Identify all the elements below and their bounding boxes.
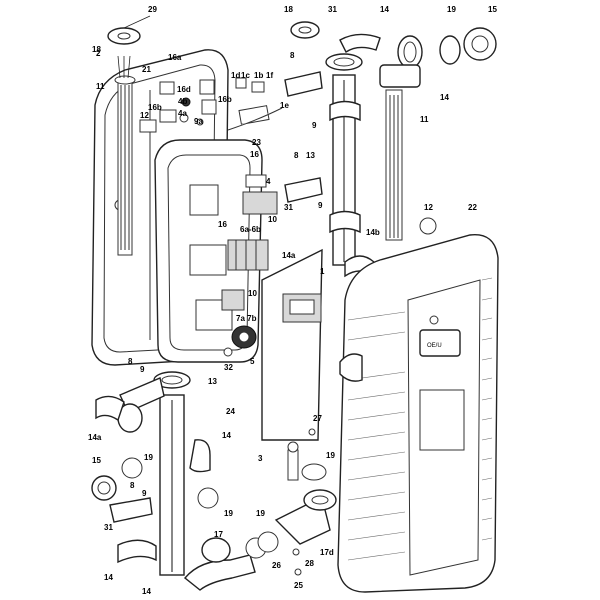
callout-1: 1 [320,267,325,276]
callout-labels: 29 18 2 16a 21 11 1d 1c 1b 1f 16d 4b 16b… [88,5,497,596]
callout-1b: 1b [254,71,263,80]
callout-16a: 16a [168,53,182,62]
callout-4a: 4a [178,109,187,118]
callout-16-1: 16 [250,150,259,159]
pipe-assembly-top [284,53,363,266]
callout-8-4: 8 [130,481,135,490]
callout-8-1: 8 [290,51,295,60]
callout-13-2: 13 [208,377,217,386]
callout-28: 28 [305,559,314,568]
callout-13-1: 13 [306,151,315,160]
callout-29: 29 [148,5,157,14]
callout-4: 4 [266,177,271,186]
callout-16b-2: 16b [148,103,162,112]
callout-23: 23 [252,138,261,147]
front-cover: ОЕ/U [337,234,499,593]
electronic-modules [221,174,278,311]
callout-22: 22 [468,203,477,212]
callout-21: 21 [142,65,151,74]
callout-5: 5 [250,357,255,366]
callout-2: 2 [96,49,101,58]
callout-14-top: 14 [380,5,389,14]
callout-19-bottom1: 19 [224,509,233,518]
callout-3: 3 [258,454,263,463]
callout-7a-7b: 7a 7b [236,314,257,323]
callout-9-3: 9 [140,365,145,374]
callout-27: 27 [313,414,322,423]
callout-14b: 14b [366,228,380,237]
callout-8-3: 8 [128,357,133,366]
callout-4b: 4b [178,97,187,106]
callout-11-right: 11 [420,115,429,124]
callout-10-1: 10 [268,215,277,224]
callout-8-2: 8 [294,151,299,160]
callout-9-4: 9 [142,489,147,498]
callout-31-top: 31 [328,5,337,14]
callout-17d: 17d [320,548,334,557]
control-panel-board [261,248,323,441]
callout-32: 32 [224,363,233,372]
callout-18: 18 [92,45,101,54]
callout-19-bottom2: 19 [256,509,265,518]
callout-14-bottom: 14 [142,587,151,596]
display-text: ОЕ/U [427,343,442,349]
callout-10-2: 10 [248,289,257,298]
callout-19-mid: 19 [326,451,335,460]
callout-16d: 16d [177,85,191,94]
elbow-pipe [184,428,337,591]
callout-16b-1: 16b [218,95,232,104]
callout-11: 11 [96,82,105,91]
callout-12: 12 [140,111,149,120]
callout-19-top: 19 [447,5,456,14]
callout-1e: 1e [280,101,289,110]
callout-1c: 1c [241,71,250,80]
callout-26: 26 [272,561,281,570]
callout-9a: 9a [194,117,203,126]
callout-24: 24 [226,407,235,416]
callout-15-bottom: 15 [92,456,101,465]
callout-14-bottom-left: 14 [104,573,113,582]
callout-9-1: 9 [312,121,317,130]
callout-12-right: 12 [424,203,433,212]
small-components-top [139,77,283,133]
callout-25: 25 [294,581,303,590]
callout-15-top: 15 [488,5,497,14]
callout-14a-top: 14a [282,251,296,260]
callout-9-2: 9 [318,201,323,210]
callout-14-2: 14 [440,93,449,102]
callout-31-1: 31 [284,203,293,212]
callout-14-3: 14 [222,431,231,440]
callout-1f: 1f [266,71,273,80]
callout-1d: 1d [231,71,240,80]
callout-14a-bottom: 14a [88,433,102,442]
callout-17: 17 [214,530,223,539]
callout-31-bottom: 31 [104,523,113,532]
callout-16-2: 16 [218,220,227,229]
callout-6a-6b: 6a-6b [240,225,261,234]
callout-19-left: 19 [144,453,153,462]
heating-element-left [114,55,136,256]
callout-18-top: 18 [284,5,293,14]
heating-element-right [379,64,421,241]
sensor-12 [419,217,437,235]
pipe-assembly-bottom [91,371,219,576]
